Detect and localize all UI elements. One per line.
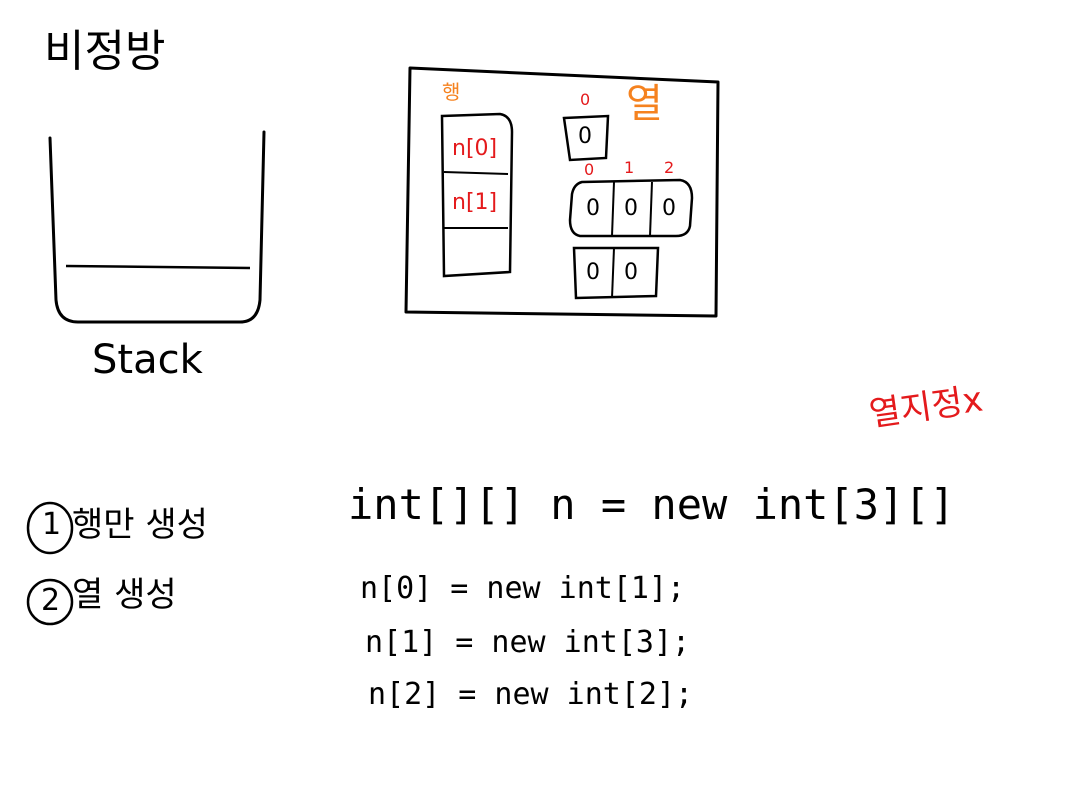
row1-cell: 0 [662, 196, 676, 221]
step1-circle [26, 501, 74, 555]
row1-array [568, 178, 694, 238]
row-ref-label: n[0] [452, 136, 498, 161]
row1-index: 0 [584, 160, 595, 179]
row-caption: 행 [442, 80, 461, 104]
row2-array [572, 246, 660, 300]
step2-circle [26, 578, 74, 626]
row-ref-divider [443, 171, 509, 175]
row1-index: 1 [624, 158, 635, 177]
row1-cell: 0 [624, 196, 638, 221]
code-line: n[2] = new int[2]; [368, 677, 694, 712]
row2-cell: 0 [624, 260, 638, 285]
row2-cell: 0 [586, 260, 600, 285]
code-line: n[0] = new int[1]; [360, 571, 686, 606]
step1-text: 행만 생성 [72, 505, 208, 545]
stack-container [48, 130, 266, 324]
row-ref-label: n[1] [452, 190, 498, 215]
stack-label: Stack [92, 337, 203, 383]
row0-cell: 0 [578, 124, 592, 149]
code-declaration: int[][] n = new int[3][] [348, 480, 955, 529]
row-reference-array [440, 112, 514, 278]
step2-number: 2 [41, 583, 61, 618]
code-line: n[1] = new int[3]; [365, 625, 691, 660]
row1-index: 2 [664, 158, 675, 177]
stack-frame-line [65, 264, 251, 270]
column-caption: 열 [626, 81, 663, 127]
row1-cell-divider [649, 181, 653, 237]
heap-box [404, 66, 720, 318]
row2-cell-divider [611, 247, 615, 299]
row1-cell-divider [611, 181, 615, 237]
step1-number: 1 [42, 507, 62, 542]
row1-cell: 0 [586, 196, 600, 221]
row0-array [562, 114, 610, 162]
heap-title: 비정방 [44, 26, 166, 77]
row0-index: 0 [580, 90, 591, 109]
step2-text: 열 생성 [72, 575, 177, 615]
